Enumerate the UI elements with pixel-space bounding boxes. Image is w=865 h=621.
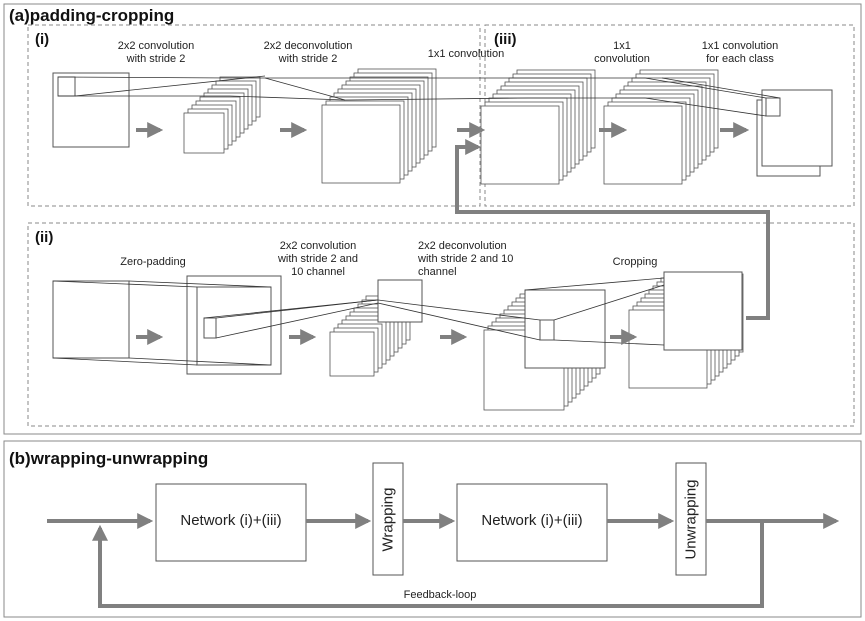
feedback-connector-arrow (455, 139, 770, 320)
i-1x1conv-label: 1x1 convolution (427, 48, 505, 60)
ii-pad-label: Zero-padding (120, 256, 186, 268)
panel-a-title: (a)padding-cropping (9, 6, 175, 25)
wrapping-box (372, 462, 404, 576)
i-deconv-stack (321, 68, 437, 184)
ii-projection-lines (203, 277, 665, 346)
frame-ii (27, 222, 855, 427)
i-projection-lines (57, 75, 346, 101)
sub-ii-label: (ii) (35, 229, 54, 246)
unwrapping-label: Unwrapping (682, 479, 700, 560)
panel-a-frame (3, 3, 862, 435)
ii-pad-lines (52, 280, 272, 366)
iii-conv-stack (480, 69, 596, 185)
network-box-2 (456, 483, 608, 562)
ii-deconv-head (524, 289, 606, 369)
feedback-loop-label: Feedback-loop (403, 589, 477, 601)
network-2-label: Network (i)+(iii) (481, 512, 583, 529)
panel-b-title: (b)wrapping-unwrapping (9, 449, 209, 468)
pipeline-arrows (47, 513, 840, 608)
i-input-square (52, 72, 130, 148)
network-1-label: Network (i)+(iii) (180, 512, 282, 529)
sub-iii-label: (iii) (494, 31, 517, 48)
flow-arrows (136, 122, 750, 345)
sub-i-label: (i) (35, 31, 50, 48)
feature-map-layer (321, 104, 401, 184)
wrapping-label: Wrapping (379, 487, 397, 552)
frame-i (27, 24, 481, 207)
feature-map-layer (183, 112, 225, 154)
feature-map-layer (480, 105, 560, 185)
ii-crop-label: Cropping (612, 256, 658, 268)
network-box-1 (155, 483, 307, 562)
iii-projection-lines (330, 77, 781, 117)
panel-b-frame (3, 440, 862, 618)
feature-map-layer (603, 105, 683, 185)
i-conv-stack (183, 76, 261, 154)
ii-crop-head (663, 271, 743, 351)
unwrapping-box (675, 462, 707, 576)
ii-pad-input (52, 275, 282, 375)
feature-map-layer (329, 331, 375, 377)
iii-class-maps (756, 89, 833, 177)
